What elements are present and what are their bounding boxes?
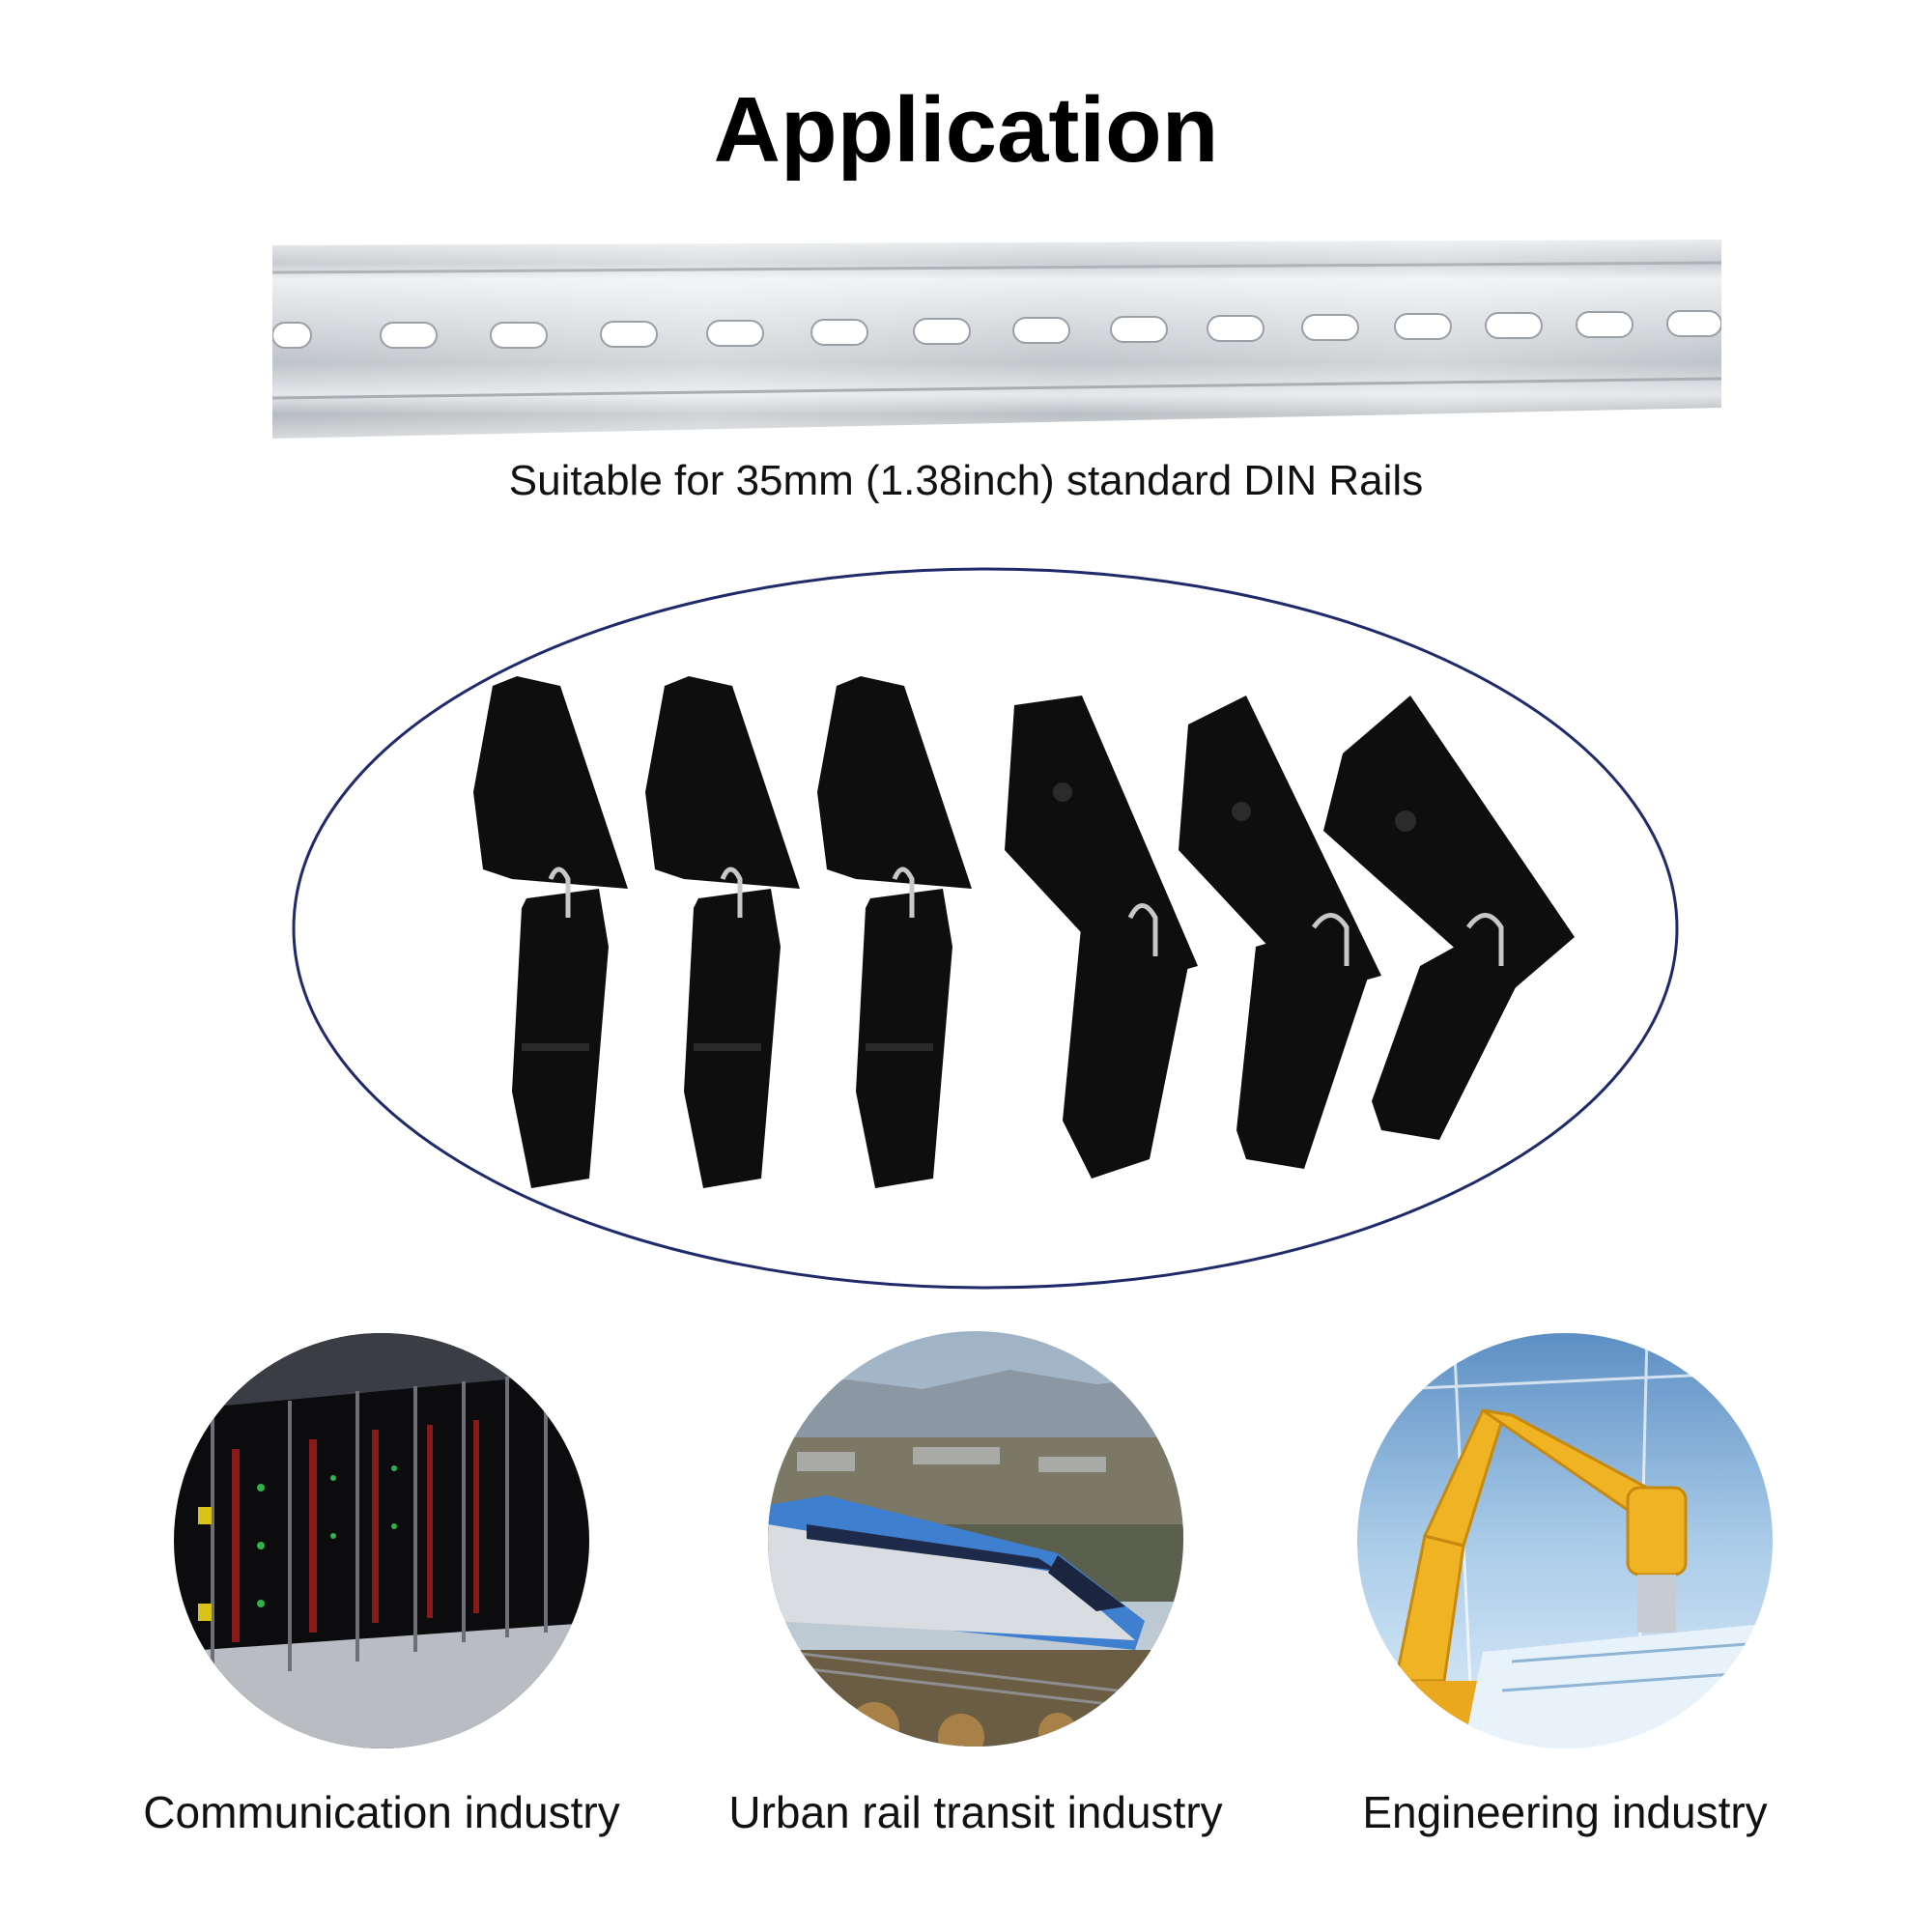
page-title: Application (713, 78, 1219, 182)
industry-label-urban-rail: Urban rail transit industry (728, 1787, 1223, 1837)
bracket-3 (817, 676, 972, 1188)
industry-label-engineering: Engineering industry (1362, 1787, 1768, 1837)
communication-industry-photo (174, 1333, 589, 1748)
bracket-5 (1179, 696, 1381, 1169)
urban-rail-transit-photo (768, 1331, 1183, 1747)
bracket-4 (1005, 696, 1198, 1179)
engineering-industry-photo (1357, 1333, 1773, 1748)
high-speed-train-icon (768, 1331, 1183, 1747)
bracket-6 (1323, 696, 1575, 1140)
server-rack-icon (174, 1333, 589, 1748)
bracket-1 (473, 676, 628, 1188)
product-showcase-frame (290, 565, 1681, 1292)
rail-compatibility-caption: Suitable for 35mm (1.38inch) standard DI… (508, 457, 1424, 504)
robot-arm-icon (1357, 1333, 1773, 1748)
din-rail-bracket-set (454, 676, 1594, 1198)
industry-label-communication: Communication industry (143, 1787, 620, 1837)
bracket-2 (645, 676, 800, 1188)
din-rail-image (271, 234, 1722, 439)
